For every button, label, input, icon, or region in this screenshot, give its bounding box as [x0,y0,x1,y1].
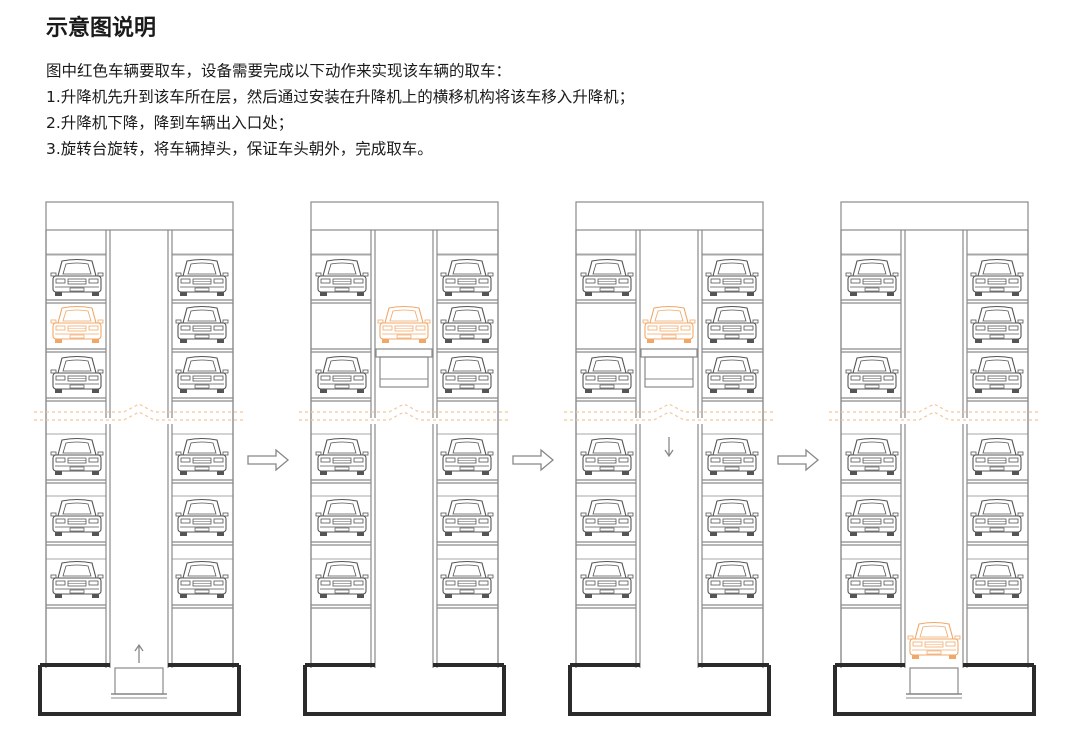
lift-base [114,667,164,695]
step-arrows [247,448,820,472]
lift-base [909,667,959,695]
parked-car [50,258,104,297]
parked-car [440,258,494,297]
parked-car [845,498,899,537]
parked-car [970,258,1024,297]
ground-pit [38,665,241,716]
parked-car [175,305,229,344]
break-line [34,403,245,413]
up-icon [134,643,144,663]
parked-car [705,498,759,537]
tower-header [310,201,499,231]
step-2-text: 2.升降机下降，降到车辆出入口处； [46,114,294,132]
panel-lift-raised [299,201,510,716]
tower-header [575,201,764,231]
page-title: 示意图说明 [46,16,157,41]
parked-car [970,437,1024,476]
parked-car [440,355,494,394]
parked-car [580,355,634,394]
target-car [377,305,431,344]
break-line [299,403,510,413]
lift-frame [644,356,694,388]
break-line [564,411,775,421]
parked-car [845,258,899,297]
lift-frame [379,356,429,388]
ground-pit [833,665,1036,716]
parked-car [970,305,1024,344]
panels-layer [34,201,1040,716]
parked-car [315,258,369,297]
parked-car [705,355,759,394]
panel-initial [34,201,245,716]
lift-platform [375,348,433,358]
parked-car [315,355,369,394]
arrow-right-icon [247,448,290,472]
parked-car [440,437,494,476]
parked-car [50,437,104,476]
break-line [299,411,510,421]
tower-header [840,201,1029,231]
break-line [829,411,1040,421]
parked-car [705,305,759,344]
parked-car [50,355,104,394]
panel-completed [829,201,1040,716]
step-1-text: 1.升降机先升到该车所在层，然后通过安装在升降机上的横移机构将该车移入升降机； [46,88,635,106]
lift-platform [640,348,698,358]
target-car [50,305,104,344]
tower-header [45,201,234,231]
parked-car [315,560,369,599]
parked-car [845,355,899,394]
parked-car [440,498,494,537]
break-line [564,403,775,413]
target-car [907,621,961,660]
parked-car [705,560,759,599]
parked-car [580,437,634,476]
parked-car [440,305,494,344]
parked-car [970,560,1024,599]
parked-car [50,498,104,537]
parked-car [580,560,634,599]
arrow-right-icon [512,448,555,472]
break-line [34,411,245,421]
target-car [642,305,696,344]
parked-car [315,437,369,476]
parked-car [970,498,1024,537]
intro-text: 图中红色车辆要取车，设备需要完成以下动作来实现该车辆的取车： [46,62,512,80]
parked-car [705,258,759,297]
arrow-right-icon [777,448,820,472]
parked-car [580,498,634,537]
break-line [829,403,1040,413]
down-icon [664,437,674,458]
description: 图中红色车辆要取车，设备需要完成以下动作来实现该车辆的取车： 1.升降机先升到该… [46,58,634,162]
parked-car [175,355,229,394]
parked-car [175,560,229,599]
step-3-text: 3.旋转台旋转，将车辆掉头，保证车头朝外，完成取车。 [46,140,433,158]
parked-car [580,258,634,297]
parked-car [705,437,759,476]
ground-pit [303,665,506,716]
parked-car [175,437,229,476]
parked-car [845,560,899,599]
parked-car [315,498,369,537]
parked-car [175,258,229,297]
parked-car [845,437,899,476]
parked-car [440,560,494,599]
parked-car [970,355,1024,394]
panel-lift-lowering [564,201,775,716]
parked-car [50,560,104,599]
ground-pit [568,665,771,716]
parked-car [175,498,229,537]
